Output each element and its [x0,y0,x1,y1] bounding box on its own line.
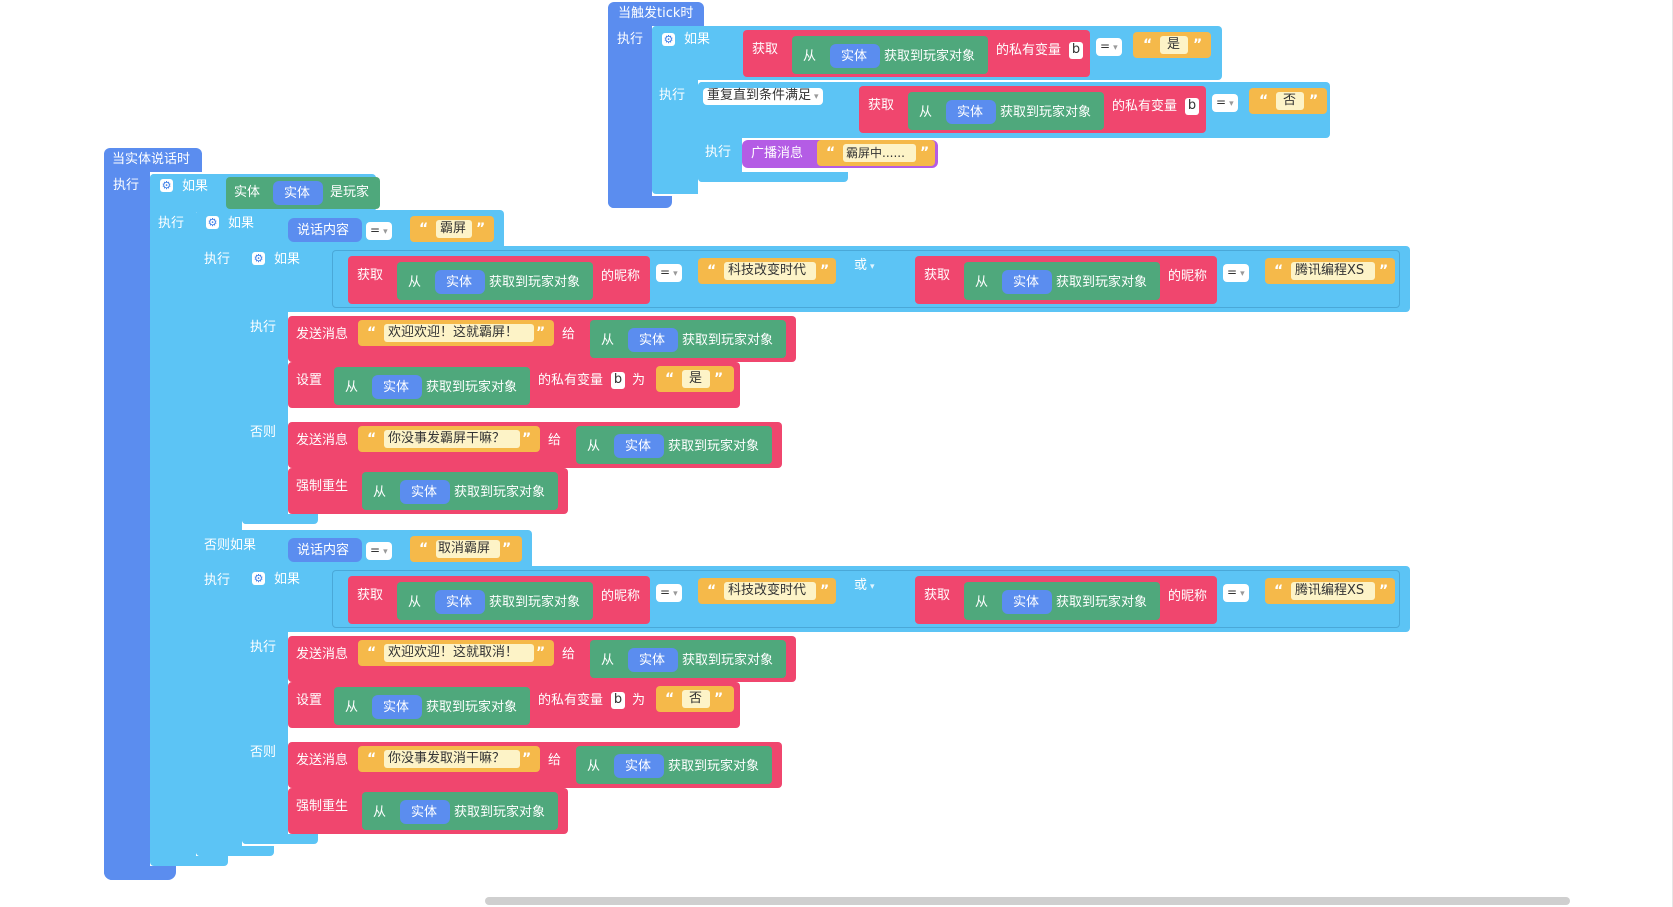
tick-inner-do-label: 执行 [659,88,686,103]
string-value: 是 [1167,37,1181,52]
middle-do-label: 执行 [204,252,231,267]
outer-if-foot [150,856,228,866]
speak-event-hat[interactable] [104,148,202,172]
eq-dropdown[interactable]: =▾ [656,584,682,602]
or-dropdown[interactable]: 或▾ [854,578,875,593]
speak-event-body[interactable] [104,172,150,880]
var-b[interactable]: b [1185,98,1199,115]
outer-if-block[interactable] [150,174,196,864]
eq-dropdown[interactable]: =▾ [1212,94,1238,112]
inner-if-1-do-label: 执行 [250,320,277,335]
horizontal-scrollbar[interactable] [485,897,1570,905]
entity-pill[interactable] [830,44,880,68]
repeat-do-label: 执行 [705,145,732,160]
inner-if-2-else-label: 否则 [250,745,277,760]
say-content-block[interactable] [288,218,362,242]
get-player-object-label: 获取到玩家对象 [884,49,976,64]
broadcast-label: 广播消息 [751,146,804,161]
inner-if-2-foot [242,834,318,844]
tick-event-hat[interactable] [608,2,704,26]
gear-icon[interactable]: ⚙ [662,33,675,46]
repeat-mode-dropdown[interactable]: 重复直到条件满足▾ [703,88,823,105]
speak-event-label: 当实体说话时 [112,152,191,167]
eq-dropdown[interactable]: =▾ [1223,264,1249,282]
eq-dropdown[interactable]: =▾ [656,264,682,282]
eq-dropdown[interactable]: =▾ [366,222,392,240]
eq-dropdown[interactable]: =▾ [366,542,392,560]
middle-if-foot [196,846,274,856]
gear-icon[interactable]: ⚙ [206,216,219,229]
tick-event-label: 当触发tick时 [618,6,694,21]
tick-if-label: 如果 [684,32,711,47]
speak-event-foot [104,866,176,880]
gear-icon[interactable]: ⚙ [252,252,265,265]
eq-dropdown[interactable]: =▾ [1096,38,1122,56]
inner-if-2-do-label: 执行 [250,640,277,655]
var-b[interactable]: b [1069,42,1083,59]
speak-do-label: 执行 [113,178,140,193]
inner-if-1-foot [242,514,318,524]
tick-event-foot [608,196,672,208]
tick-do-label: 执行 [617,32,644,47]
get-label: 获取 [752,42,779,57]
outer-do-label: 执行 [158,216,185,231]
eq-dropdown[interactable]: =▾ [1223,584,1249,602]
entity-label: 实体 [841,49,868,64]
var-b[interactable]: b [611,692,625,709]
else-if-do-label: 执行 [204,573,231,588]
inner-if-1-else-label: 否则 [250,425,277,440]
repeat-until-foot [698,172,848,182]
private-var-label: 的私有变量 [996,43,1062,58]
tick-event-body[interactable] [608,26,652,208]
from-entity-block[interactable] [792,36,988,74]
else-if-label: 否则如果 [204,538,257,553]
or-dropdown[interactable]: 或▾ [854,258,875,273]
var-b[interactable]: b [611,372,625,389]
from-label: 从 [803,49,817,64]
gear-icon[interactable]: ⚙ [252,572,265,585]
gear-icon[interactable]: ⚙ [160,179,173,192]
say-content-block[interactable] [288,538,362,562]
